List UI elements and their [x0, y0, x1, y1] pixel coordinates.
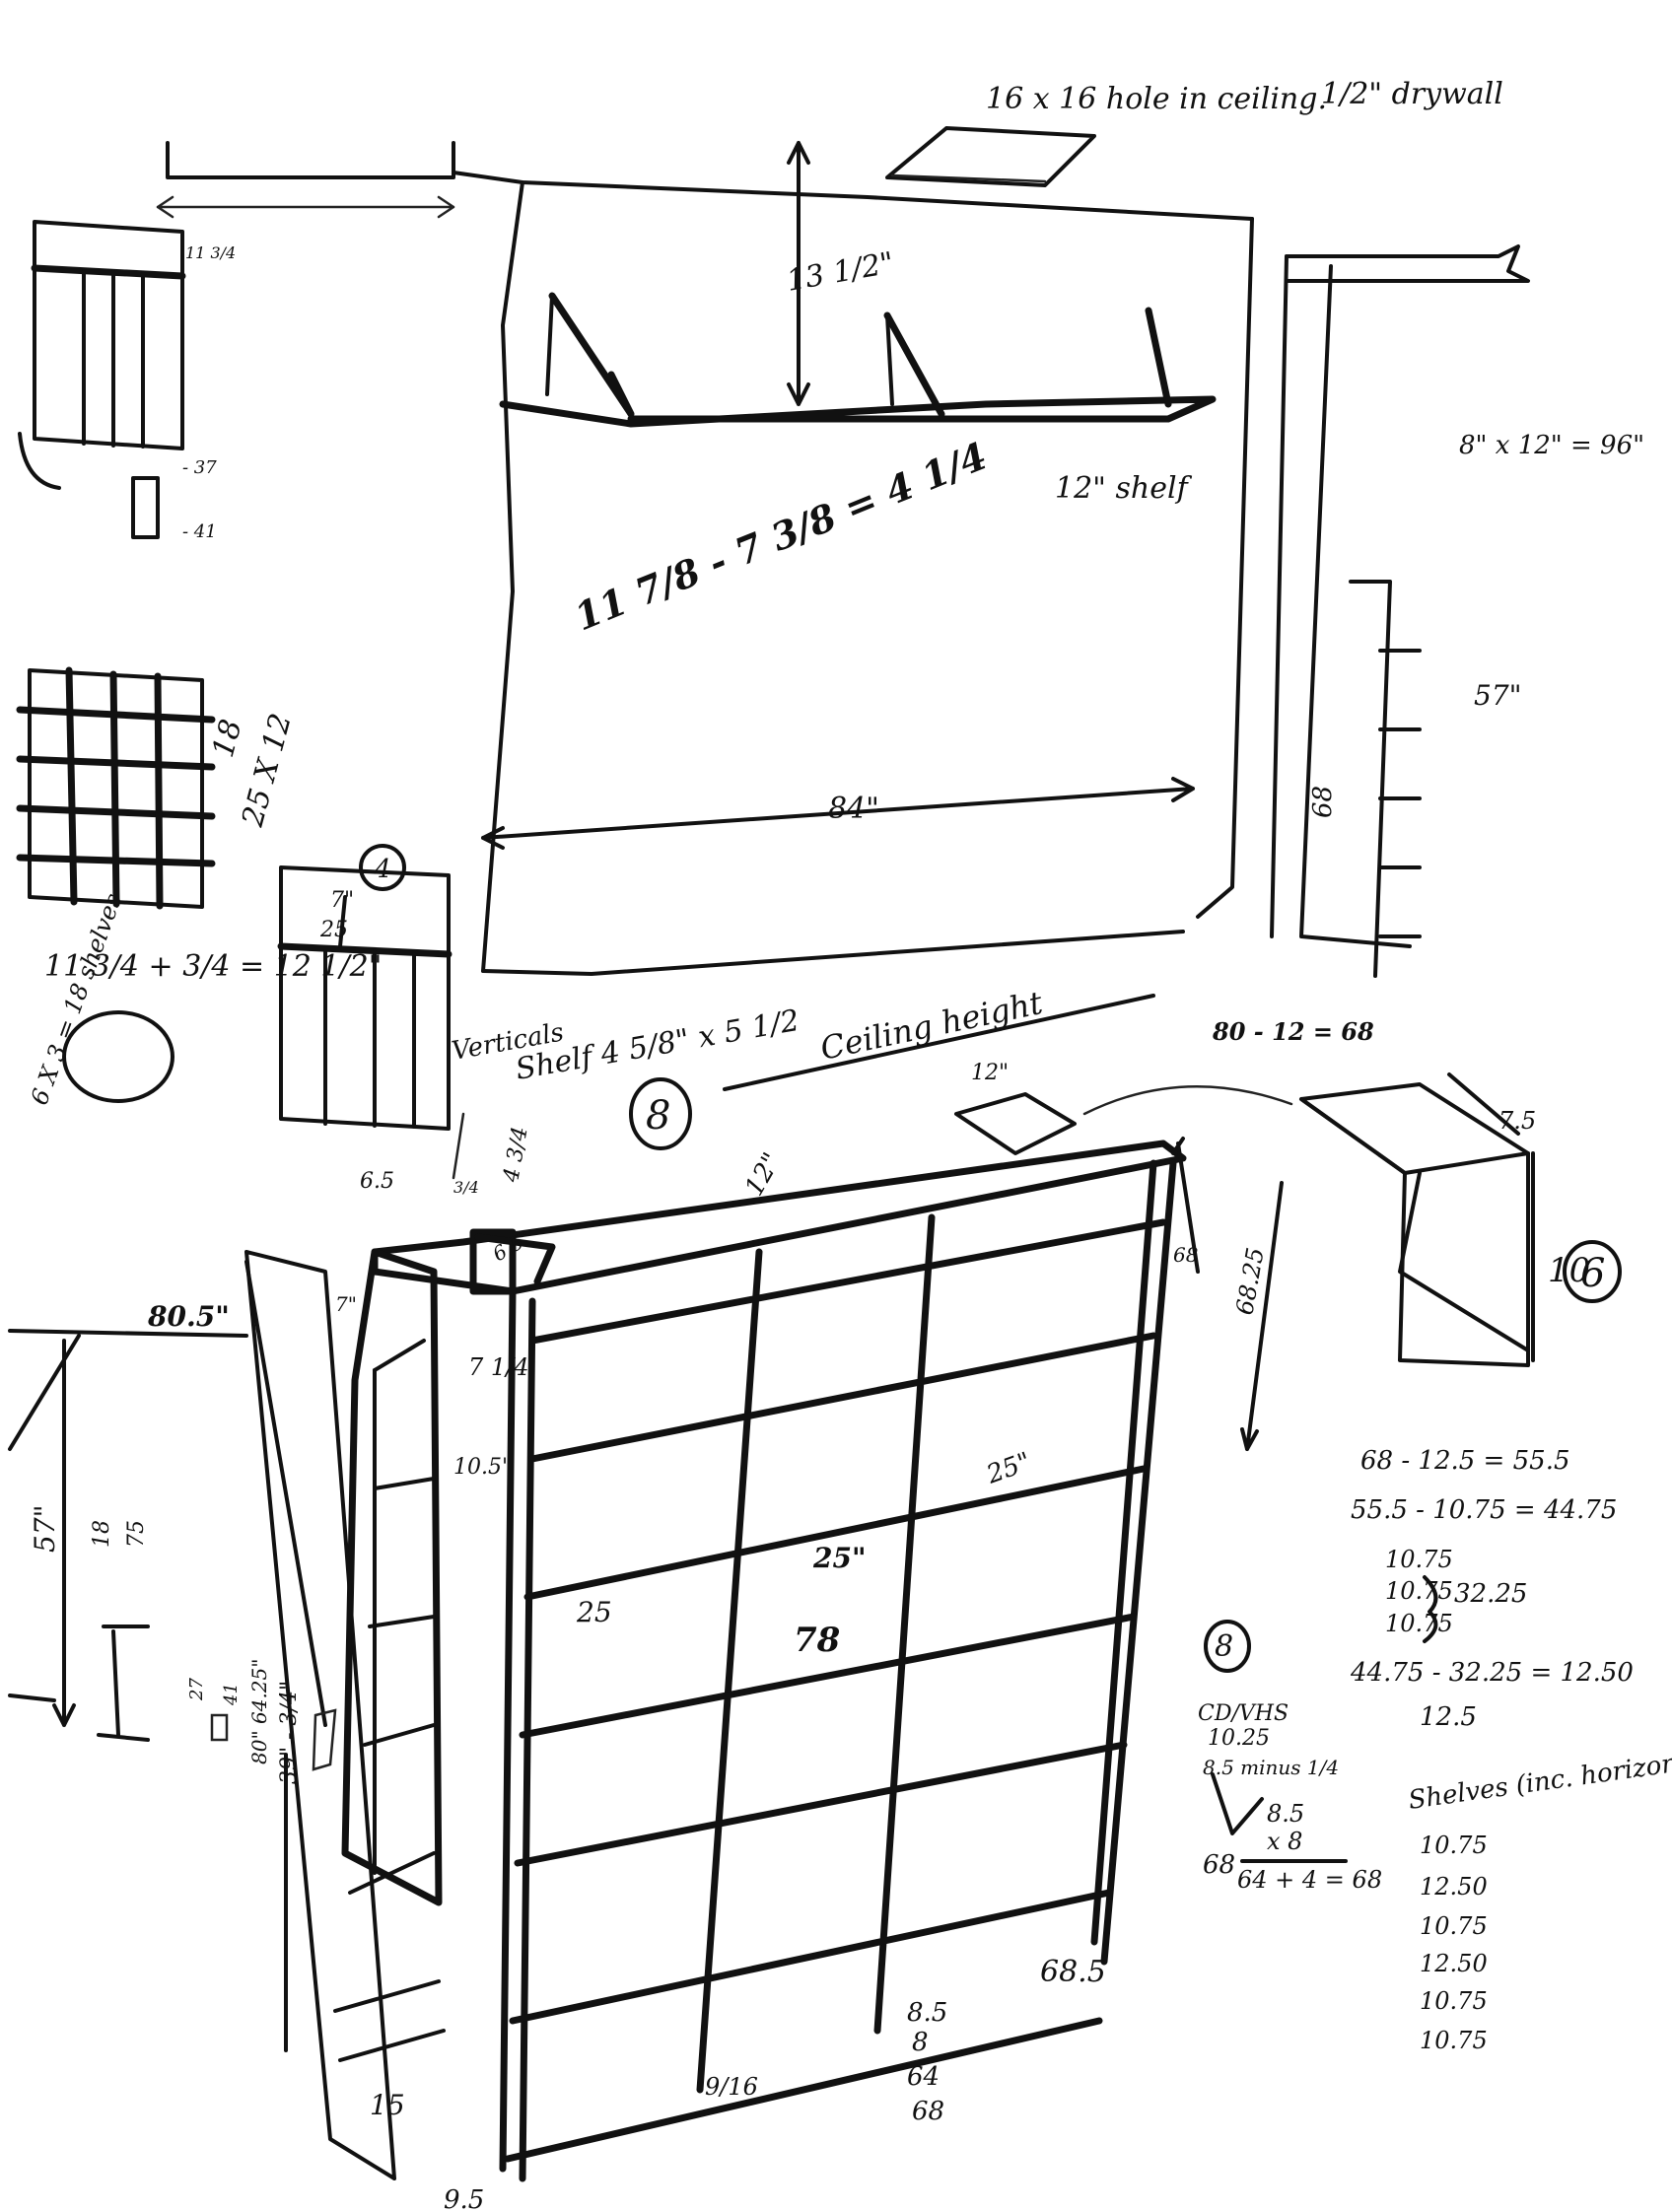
calc-line-1: 68 - 12.5 = 55.5 [1360, 1446, 1570, 1476]
circle-6-label: 6 [1580, 1251, 1605, 1296]
width-84-label: 84" [828, 792, 879, 826]
dim-8-5: 8.5 [907, 1998, 947, 2028]
drywall-note: 1/2" drywall [1321, 77, 1503, 111]
circle-8-top-label: 8 [646, 1093, 670, 1139]
dim-39: 39" - 3/4" [277, 1681, 302, 1784]
height-marker [1171, 1137, 1200, 1274]
shelf-list-4: 12.50 [1420, 1950, 1488, 1977]
calc-80-12: 80 - 12 = 68 [1212, 1017, 1374, 1046]
shelves-heading: Shelves (inc. horizontal) [1407, 1743, 1672, 1816]
dim-80-64-25: 80" 64.25" [247, 1659, 271, 1764]
dim-78: 78 [794, 1621, 840, 1660]
mult-times: x 8 [1267, 1828, 1302, 1855]
ceiling-height-label: Ceiling height [817, 984, 1046, 1068]
dim-9-5: 9.5 [444, 2185, 484, 2212]
shelf-list-2: 12.50 [1420, 1873, 1488, 1901]
circle-8-top [629, 1077, 692, 1150]
height-68-right: 68 [1308, 786, 1338, 818]
shelf-list-3: 10.75 [1420, 1912, 1488, 1940]
dim-27: 27 [186, 1678, 207, 1701]
dim-25-mid: 25" [812, 1542, 867, 1574]
dim-7-5: 7.5 [1498, 1107, 1536, 1135]
circle-8-right [1204, 1620, 1251, 1673]
dim-37: - 37 [182, 457, 217, 478]
dim-11-3-4: 11 3/4 [185, 243, 236, 262]
left-wall-dims [8, 1260, 337, 2052]
divider-sketch [277, 844, 453, 1131]
dim-80-5: 80.5" [147, 1300, 230, 1333]
dim-41-side: 41 [221, 1683, 242, 1706]
dim-6-5: 6.5 [360, 1169, 394, 1194]
dim-25-left: 25 [576, 1596, 612, 1628]
shelf-label: Shelf 4 5/8" x 5 1/2 [513, 1003, 801, 1087]
calc-line-3: 10.75 [1385, 1546, 1453, 1573]
mult-top: 8.5 [1267, 1800, 1304, 1828]
circle-8-right-label: 8 [1215, 1629, 1233, 1664]
cubby-detail [1299, 1072, 1622, 1367]
ceiling-opening-sketch [156, 141, 455, 219]
dim-68-b: 68 [912, 2097, 944, 2126]
bookshelf-drawing [244, 1092, 1187, 2182]
dim-7-1-4: 7 1/4 [468, 1353, 529, 1381]
shelves-calc: 6 X 3 = 18 shelves [26, 890, 128, 1109]
dim-10-5: 10.5" [453, 1455, 512, 1480]
hole-note: 16 x 16 hole in ceiling. [986, 82, 1327, 116]
annotations: 16 x 16 hole in ceiling. 1/2" drywall 13… [26, 77, 1672, 2212]
formula-96: 8" x 12" = 96" [1459, 431, 1644, 460]
dim-9-16: 9/16 [705, 2073, 758, 2101]
sum-brace [1423, 1575, 1438, 1643]
dim-75: 75 [124, 1520, 149, 1548]
minus-note: 8.5 minus 1/4 [1203, 1756, 1339, 1779]
dim-10: 10 [1548, 1251, 1590, 1290]
height-13-label: 13 1/2" [784, 245, 896, 299]
dim-4-3-4: 4 3/4 [499, 1125, 533, 1185]
dim-68-5: 68.5 [1040, 1955, 1106, 1989]
dim-25-right: 25" [982, 1447, 1035, 1490]
dim-18: 18 [90, 1520, 114, 1548]
calc-line-2: 55.5 - 10.75 = 44.75 [1351, 1495, 1617, 1525]
left-panel-sketch [18, 220, 186, 539]
calc-line-8: 12.5 [1420, 1702, 1477, 1732]
dim-8: 8 [912, 2028, 929, 2057]
right-wall-sketch [1349, 580, 1422, 978]
shelf-leader [452, 1112, 465, 1180]
dim-64: 64 [907, 2062, 940, 2092]
mult-68: 68 [1203, 1850, 1235, 1880]
cd-vhs-label: CD/VHS [1198, 1701, 1289, 1726]
wall-elevation [452, 141, 1530, 976]
shelf-list-5: 10.75 [1420, 1987, 1488, 2015]
shelves-count-circle [62, 1010, 174, 1103]
shelf-list-6: 10.75 [1420, 2027, 1488, 2054]
calc-line-4: 10.75 [1385, 1577, 1453, 1605]
check-mark [1211, 1772, 1264, 1835]
dim-12-depth: 12" [739, 1147, 788, 1201]
calc-11-7: 11 7/8 - 7 3/8 = 4 1/4 [569, 433, 994, 639]
calc-line-6: 32.25 [1454, 1579, 1527, 1609]
dim-15: 15 [370, 2089, 405, 2121]
circle-4-label: 4 [374, 855, 391, 884]
mult-result: 64 + 4 = 68 [1237, 1866, 1382, 1894]
ceiling-height-line [723, 994, 1155, 1091]
dim-3-4: 3/4 [453, 1178, 479, 1197]
shelf-depth-note: 12" shelf [1055, 471, 1193, 506]
dim-57-left: 57" [29, 1504, 61, 1553]
calc-12-5: 11 3/4 + 3/4 = 12 1/2" [44, 949, 382, 984]
height-arrow [1240, 1181, 1284, 1451]
height-57-right: 57" [1474, 679, 1522, 712]
shelf-list-1: 10.75 [1420, 1832, 1488, 1859]
cd-value: 10.25 [1208, 1726, 1270, 1751]
connector-arrow [1082, 1085, 1293, 1116]
grid-sketch [16, 666, 216, 910]
dim-68-right: 68 [1173, 1243, 1198, 1267]
dim-7-small: 7" [335, 1292, 357, 1316]
dim-41: - 41 [182, 521, 217, 542]
calc-line-7: 44.75 - 32.25 = 12.50 [1350, 1658, 1634, 1688]
drywall-panel-icon [885, 126, 1096, 187]
dim-7: 7" [330, 888, 354, 913]
dim-25: 25 [319, 918, 348, 942]
dim-12-top: 12" [971, 1061, 1009, 1085]
calc-line-5: 10.75 [1385, 1610, 1453, 1637]
